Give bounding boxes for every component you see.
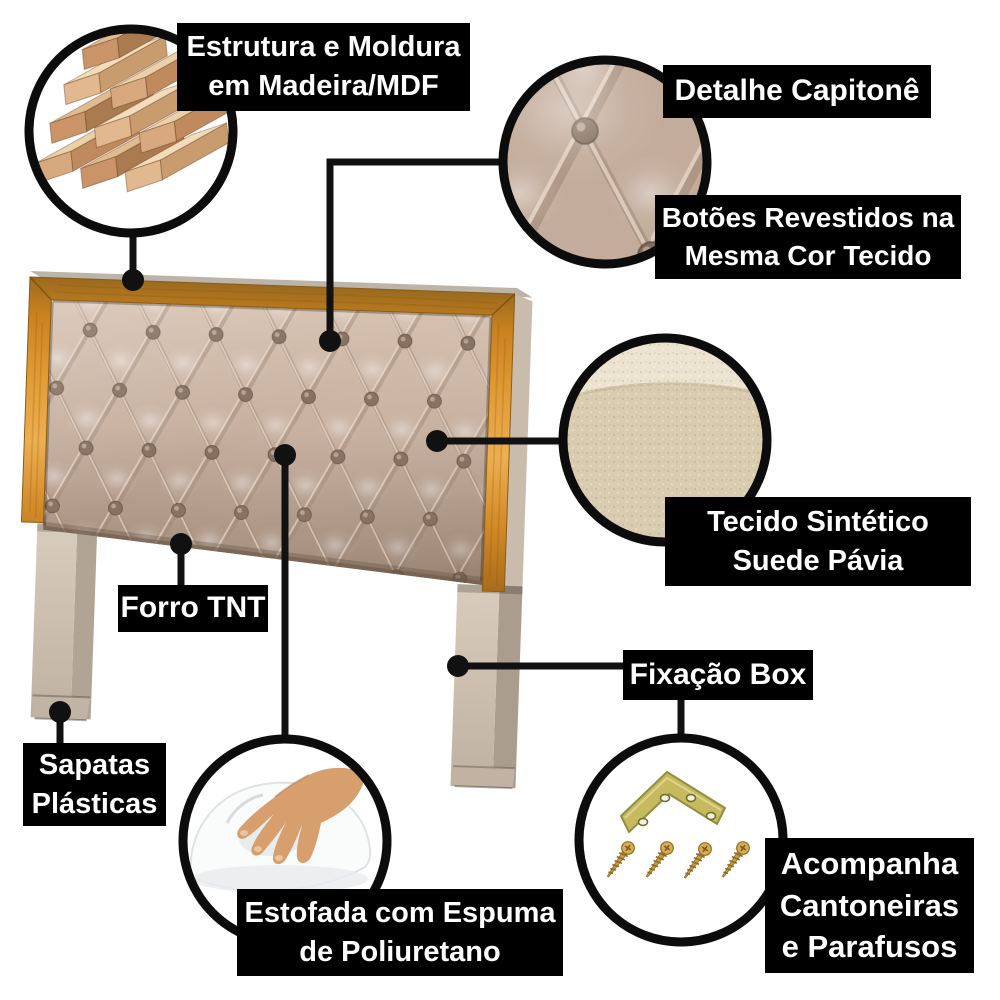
- label-botoes-revestidos: Botões Revestidos na Mesma Cor Tecido: [655, 195, 961, 279]
- label-line: Detalhe Capitonê: [674, 74, 920, 108]
- connector-dot: [447, 655, 469, 677]
- connector-dot: [122, 269, 144, 291]
- label-line: Cantoneiras: [779, 887, 960, 923]
- connector-dot: [274, 444, 296, 466]
- hand: [237, 767, 365, 865]
- connector-line: [326, 158, 507, 341]
- label-line: Estrutura e Moldura: [186, 31, 461, 64]
- connector-lines: [56, 158, 685, 748]
- left-leg: [30, 523, 98, 722]
- label-line: Forro TNT: [120, 591, 266, 625]
- connector-dot: [426, 430, 448, 452]
- label-line: Tecido Sintético: [707, 505, 929, 538]
- label-line: de Poliuretano: [299, 935, 501, 968]
- headboard-illustration: [20, 271, 533, 790]
- wood-frame: [20, 276, 516, 593]
- plastic-foot: [453, 766, 516, 789]
- label-detalhe-capitone: Detalhe Capitonê: [663, 65, 931, 118]
- label-line: Plásticas: [31, 787, 158, 820]
- connector-dot: [319, 330, 341, 352]
- connector-dot: [170, 533, 192, 555]
- label-line: Sapatas: [38, 748, 151, 781]
- label-estofada-espuma: Estofada com Espuma de Poliuretano: [237, 889, 563, 976]
- corner-bracket-and-screws-photo: [606, 770, 750, 879]
- right-leg: [450, 584, 523, 790]
- label-line: Estofada com Espuma: [244, 896, 556, 929]
- label-acompanha-cantoneiras: Acompanha Cantoneiras e Parafusos: [765, 838, 974, 973]
- connector-dot: [49, 701, 71, 723]
- label-sapatas-plasticas: Sapatas Plásticas: [23, 743, 166, 826]
- label-line: Mesma Cor Tecido: [684, 240, 932, 271]
- label-line: Acompanha: [780, 846, 959, 882]
- label-fixacao-box: Fixação Box: [623, 650, 813, 700]
- label-estrutura-moldura: Estrutura e Moldura em Madeira/MDF: [177, 23, 470, 111]
- callout-hardware: [574, 733, 788, 947]
- tufted-panel: [42, 299, 493, 585]
- label-forro-tnt: Forro TNT: [118, 585, 268, 632]
- foam-with-hand-photo: [189, 767, 372, 893]
- label-line: e Parafusos: [781, 929, 958, 965]
- label-line: Suede Pávia: [732, 544, 904, 577]
- frame-side-face: [504, 293, 533, 601]
- label-line: em Madeira/MDF: [208, 70, 439, 102]
- label-tecido-sintetico: Tecido Sintético Suede Pávia: [665, 497, 971, 586]
- connector-dots: [49, 269, 469, 723]
- corner-bracket: [619, 770, 727, 834]
- label-line: Botões Revestidos na: [661, 202, 955, 234]
- screws: [606, 841, 750, 879]
- label-line: Fixação Box: [629, 657, 807, 691]
